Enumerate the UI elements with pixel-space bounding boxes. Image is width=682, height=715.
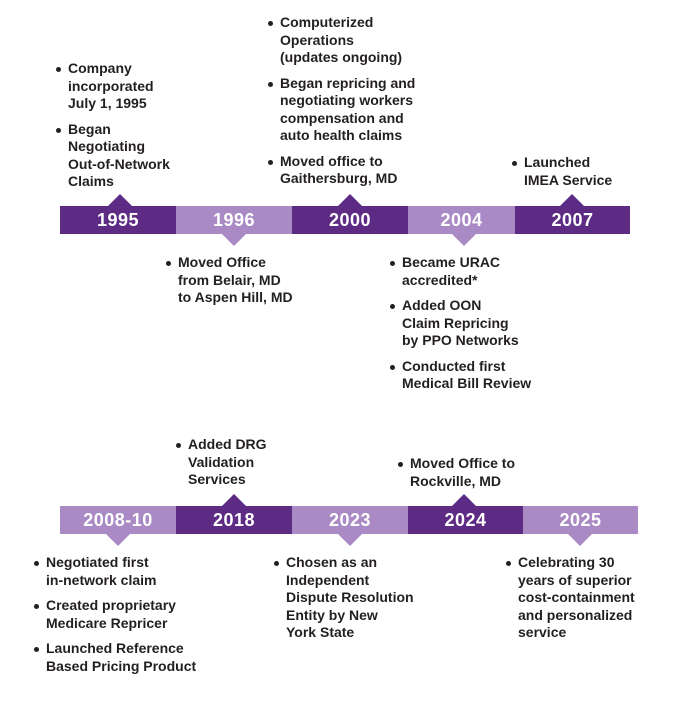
events-2007: Launched IMEA Service <box>512 154 632 189</box>
event-item: Became URAC accredited* <box>390 254 560 289</box>
pointer-2018 <box>222 494 246 506</box>
year-2000: 2000 <box>292 206 408 234</box>
year-2024: 2024 <box>408 506 523 534</box>
pointer-2004 <box>452 234 476 246</box>
year-2007: 2007 <box>515 206 630 234</box>
events-2023: Chosen as an Independent Dispute Resolut… <box>274 554 434 642</box>
event-item: Added OON Claim Repricing by PPO Network… <box>390 297 560 350</box>
event-item: Computerized Operations (updates ongoing… <box>268 14 438 67</box>
pointer-2025 <box>568 534 592 546</box>
pointer-2023 <box>338 534 362 546</box>
events-1996: Moved Office from Belair, MD to Aspen Hi… <box>166 254 326 307</box>
year-1996: 1996 <box>176 206 292 234</box>
event-item: Moved Office to Rockville, MD <box>398 455 538 490</box>
pointer-1996 <box>222 234 246 246</box>
event-item: Added DRG Validation Services <box>176 436 296 489</box>
event-item: Conducted first Medical Bill Review <box>390 358 560 393</box>
year-2008-10: 2008-10 <box>60 506 176 534</box>
event-item: Began Negotiating Out-of-Network Claims <box>56 121 196 191</box>
events-2024: Moved Office to Rockville, MD <box>398 455 538 490</box>
events-2018: Added DRG Validation Services <box>176 436 296 489</box>
pointer-2008-10 <box>106 534 130 546</box>
pointer-2000 <box>338 194 362 206</box>
event-item: Created proprietary Medicare Repricer <box>34 597 214 632</box>
event-item: Moved office to Gaithersburg, MD <box>268 153 438 188</box>
event-item: Company incorporated July 1, 1995 <box>56 60 196 113</box>
pointer-2007 <box>560 194 584 206</box>
events-2004: Became URAC accredited* Added OON Claim … <box>390 254 560 393</box>
events-2000: Computerized Operations (updates ongoing… <box>268 14 438 188</box>
event-item: Celebrating 30 years of superior cost-co… <box>506 554 666 642</box>
pointer-2024 <box>452 494 476 506</box>
pointer-1995 <box>108 194 132 206</box>
events-2025: Celebrating 30 years of superior cost-co… <box>506 554 666 642</box>
year-1995: 1995 <box>60 206 176 234</box>
event-item: Negotiated first in-network claim <box>34 554 214 589</box>
event-item: Launched Reference Based Pricing Product <box>34 640 214 675</box>
event-item: Began repricing and negotiating workers … <box>268 75 438 145</box>
year-2025: 2025 <box>523 506 638 534</box>
event-item: Chosen as an Independent Dispute Resolut… <box>274 554 434 642</box>
events-1995: Company incorporated July 1, 1995 Began … <box>56 60 196 191</box>
event-item: Moved Office from Belair, MD to Aspen Hi… <box>166 254 326 307</box>
year-2004: 2004 <box>408 206 515 234</box>
year-2023: 2023 <box>292 506 408 534</box>
event-item: Launched IMEA Service <box>512 154 632 189</box>
year-2018: 2018 <box>176 506 292 534</box>
events-2008-10: Negotiated first in-network claim Create… <box>34 554 214 675</box>
